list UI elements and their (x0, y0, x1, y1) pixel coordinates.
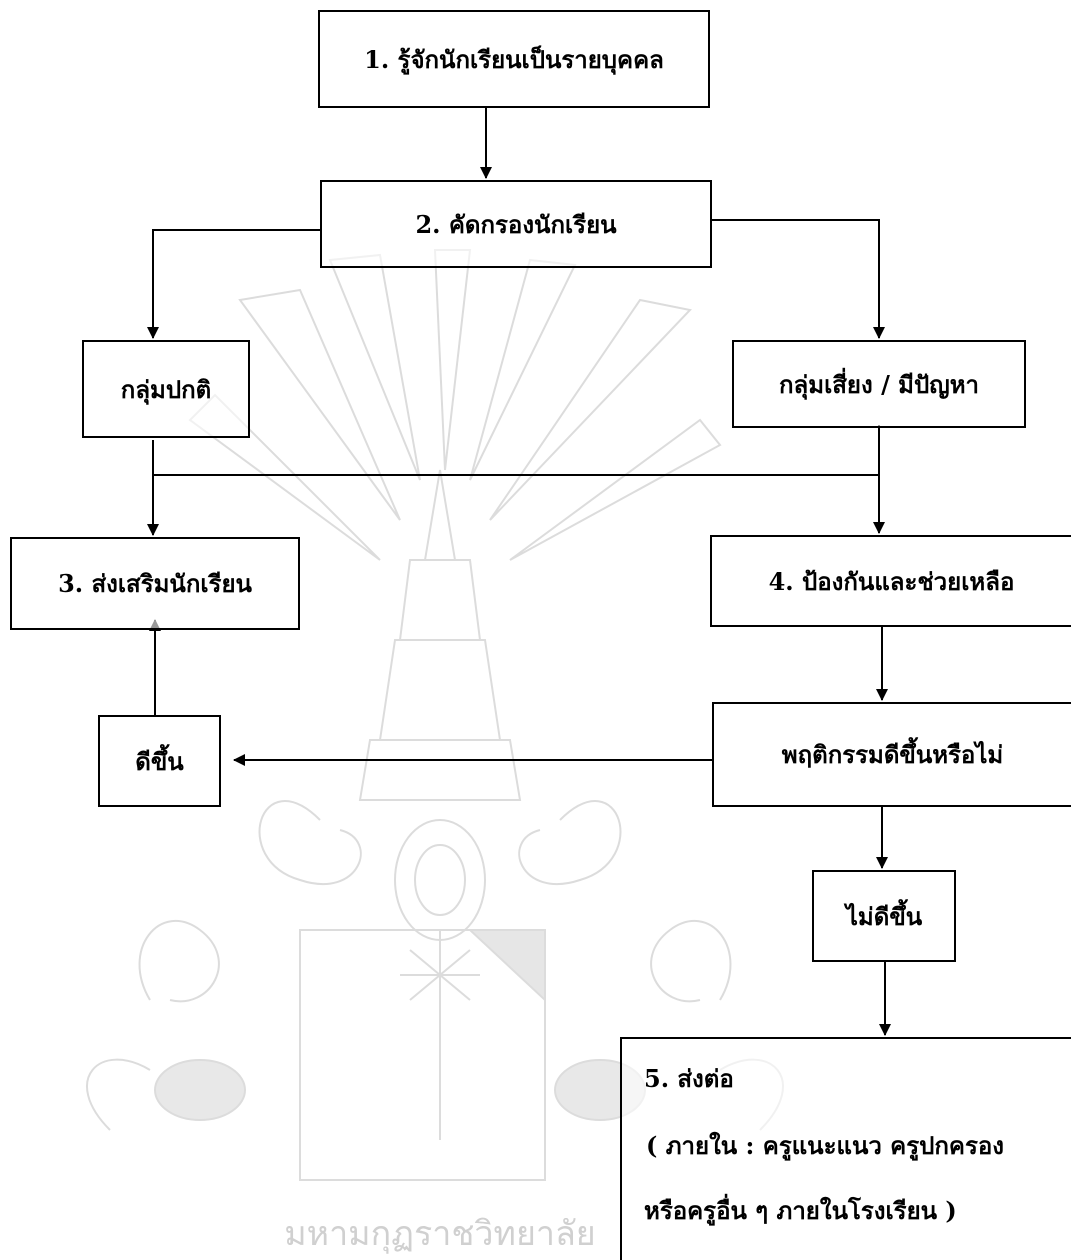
normal-group-label: กลุ่มปกติ (120, 374, 212, 404)
step1-label: 1. รู้จักนักเรียนเป็นรายบุคคล (364, 44, 664, 74)
watermark-text: มหามกุฏราชวิทยาลัย (284, 1214, 595, 1254)
step2-box: 2. คัดกรองนักเรียน (320, 180, 712, 268)
risk-group-box: กลุ่มเสี่ยง / มีปัญหา (732, 340, 1026, 428)
step1-box: 1. รู้จักนักเรียนเป็นรายบุคคล (318, 10, 710, 108)
step5-box: 5. ส่งต่อ ( ภายใน : ครูแนะแนว ครูปกครอง … (620, 1037, 1071, 1260)
step3-box: 3. ส่งเสริมนักเรียน (10, 537, 300, 630)
not-improved-label: ไม่ดีขึ้น (845, 901, 923, 931)
behavior-check-box: พฤติกรรมดีขึ้นหรือไม่ (712, 702, 1071, 807)
normal-group-box: กลุ่มปกติ (82, 340, 250, 438)
step3-label: 3. ส่งเสริมนักเรียน (58, 569, 252, 598)
step5-title: 5. ส่งต่อ (644, 1064, 734, 1093)
step5-line2: ( ภายใน : ครูแนะแนว ครูปกครอง (646, 1131, 1004, 1160)
behavior-check-label: พฤติกรรมดีขึ้นหรือไม่ (781, 740, 1004, 769)
step5-line3: หรือครูอื่น ๆ ภายในโรงเรียน ) (644, 1196, 957, 1225)
improved-box: ดีขึ้น (98, 715, 221, 807)
step4-box: 4. ป้องกันและช่วยเหลือ (710, 535, 1071, 627)
not-improved-box: ไม่ดีขึ้น (812, 870, 956, 962)
arrow-step2-to-normal (147, 229, 320, 339)
risk-group-label: กลุ่มเสี่ยง / มีปัญหา (779, 369, 979, 399)
step4-label: 4. ป้องกันและช่วยเหลือ (768, 566, 1015, 596)
step2-label: 2. คัดกรองนักเรียน (415, 209, 617, 239)
arrow-step2-to-risk (710, 219, 885, 339)
improved-label: ดีขึ้น (135, 746, 184, 776)
